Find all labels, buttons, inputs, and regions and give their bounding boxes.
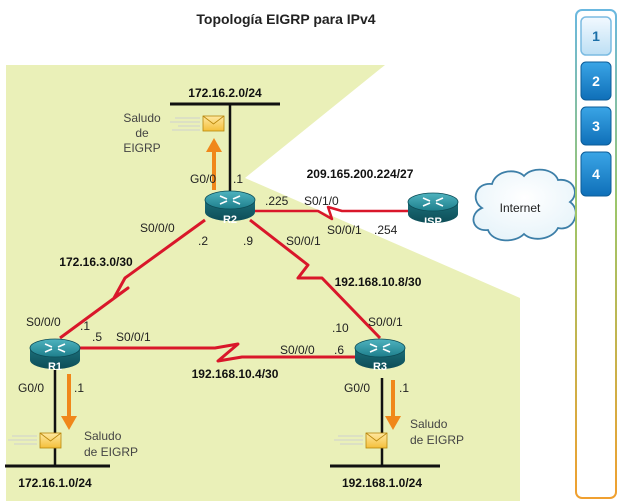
if-r3-s000-ip: .6 bbox=[334, 343, 344, 357]
hello-label-r2-line2: de bbox=[135, 126, 149, 140]
step-button-2-label: 2 bbox=[592, 73, 600, 89]
network-r1-lan: 172.16.1.0/24 bbox=[18, 476, 92, 490]
step-button-1-label: 1 bbox=[592, 28, 600, 44]
if-r2-s010: S0/1/0 bbox=[304, 194, 339, 208]
hello-label-r1-line1: Saludo bbox=[84, 429, 122, 443]
link-r1-r2 bbox=[59, 218, 206, 340]
network-r2-isp: 209.165.200.224/27 bbox=[307, 167, 414, 181]
step-button-3-label: 3 bbox=[592, 118, 600, 134]
network-r1-r3: 192.168.10.4/30 bbox=[192, 367, 279, 381]
envelope-icon-r1 bbox=[39, 432, 62, 449]
internet-label: Internet bbox=[500, 201, 541, 215]
if-r2-s000: S0/0/0 bbox=[140, 221, 175, 235]
diagram-title: Topología EIGRP para IPv4 bbox=[196, 11, 375, 27]
if-r2-s000-ip: .2 bbox=[198, 234, 208, 248]
step-button-3[interactable]: 3 bbox=[580, 106, 612, 146]
router-isp-icon[interactable] bbox=[407, 192, 459, 223]
router-r2-label: R2 bbox=[223, 214, 237, 226]
network-r2-lan: 172.16.2.0/24 bbox=[188, 86, 262, 100]
hello-label-r3-line2: de EIGRP bbox=[410, 433, 464, 447]
link-r2-r3 bbox=[249, 218, 382, 340]
network-r2-r3: 192.168.10.8/30 bbox=[335, 275, 422, 289]
router-r2-icon[interactable] bbox=[204, 190, 256, 221]
hello-arrow-r3 bbox=[385, 380, 401, 430]
step-navigation: 1 2 3 4 bbox=[575, 9, 617, 499]
router-r3-icon[interactable] bbox=[354, 338, 406, 369]
if-r1-g00-ip: .1 bbox=[74, 381, 84, 395]
if-r1-s000: S0/0/0 bbox=[26, 315, 61, 329]
hello-label-r2-line1: Saludo bbox=[123, 111, 161, 125]
link-r1-r3 bbox=[65, 342, 368, 363]
if-r3-s000: S0/0/0 bbox=[280, 343, 315, 357]
motion-lines-icon bbox=[8, 117, 363, 445]
hello-label-r2-line3: EIGRP bbox=[123, 141, 160, 155]
step-button-2[interactable]: 2 bbox=[580, 61, 612, 101]
if-r2-g00-ip: .1 bbox=[233, 172, 243, 186]
step-button-4-label: 4 bbox=[592, 166, 600, 182]
if-r3-s001-ip: .10 bbox=[332, 321, 349, 335]
router-r1-icon[interactable] bbox=[29, 338, 81, 369]
network-r3-lan: 192.168.1.0/24 bbox=[342, 476, 422, 490]
if-r2-s001-ip: .9 bbox=[243, 234, 253, 248]
internet-cloud-icon bbox=[472, 168, 577, 242]
router-isp-label: ISP bbox=[424, 216, 442, 228]
if-r1-g00: G0/0 bbox=[18, 381, 44, 395]
link-r2-isp bbox=[255, 205, 412, 221]
network-r1-r2: 172.16.3.0/30 bbox=[59, 255, 133, 269]
envelope-icon-r3 bbox=[365, 432, 388, 449]
if-r2-g00: G0/0 bbox=[190, 172, 216, 186]
if-isp-s001: S0/0/1 bbox=[327, 223, 362, 237]
router-r3-label: R3 bbox=[373, 361, 387, 373]
router-r1-label: R1 bbox=[48, 361, 62, 373]
envelope-icon-r2 bbox=[202, 115, 225, 132]
hello-label-r1-line2: de EIGRP bbox=[84, 445, 138, 459]
if-r3-g00: G0/0 bbox=[344, 381, 370, 395]
if-r3-s001: S0/0/1 bbox=[368, 315, 403, 329]
hello-arrow-r1 bbox=[61, 374, 77, 430]
if-r2-s001: S0/0/1 bbox=[286, 234, 321, 248]
step-button-1[interactable]: 1 bbox=[580, 16, 612, 56]
hello-label-r3-line1: Saludo bbox=[410, 417, 448, 431]
step-button-4[interactable]: 4 bbox=[580, 151, 612, 197]
if-r1-s001-ip: .5 bbox=[92, 330, 102, 344]
if-isp-s001-ip: .254 bbox=[374, 223, 398, 237]
if-r1-s000-ip: .1 bbox=[80, 319, 90, 333]
hello-arrow-r2 bbox=[206, 138, 222, 190]
if-r3-g00-ip: .1 bbox=[399, 381, 409, 395]
if-r1-s001: S0/0/1 bbox=[116, 330, 151, 344]
if-r2-s010-ip: .225 bbox=[265, 194, 289, 208]
